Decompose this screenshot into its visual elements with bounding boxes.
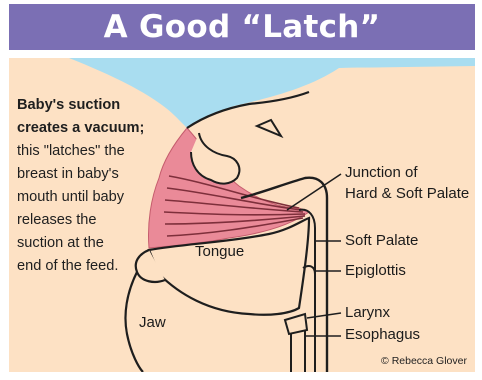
copyright-credit: © Rebecca Glover [381, 355, 467, 367]
caption-line-2: breast in baby's [17, 163, 157, 186]
page-title: A Good “Latch” [104, 9, 381, 45]
caption-line-5: suction at the [17, 232, 157, 255]
label-epiglottis: Epiglottis [345, 262, 406, 279]
caption-line-1: this "latches" the [17, 140, 157, 163]
caption-line-3: mouth until baby [17, 186, 157, 209]
label-junction-2: Hard & Soft Palate [345, 185, 469, 202]
title-banner: A Good “Latch” [9, 4, 475, 50]
label-esophagus: Esophagus [345, 326, 420, 343]
label-larynx: Larynx [345, 304, 390, 321]
caption-line-4: releases the [17, 209, 157, 232]
label-soft-palate: Soft Palate [345, 232, 418, 249]
suction-caption: Baby's suction creates a vacuum; this "l… [17, 94, 157, 278]
latch-diagram: Baby's suction creates a vacuum; this "l… [9, 58, 475, 372]
label-jaw: Jaw [139, 314, 166, 331]
label-junction-1: Junction of [345, 164, 418, 181]
label-tongue: Tongue [195, 243, 244, 260]
caption-line-6: end of the feed. [17, 255, 157, 278]
caption-bold-1: Baby's suction [17, 94, 157, 117]
caption-bold-2: creates a vacuum; [17, 117, 157, 140]
